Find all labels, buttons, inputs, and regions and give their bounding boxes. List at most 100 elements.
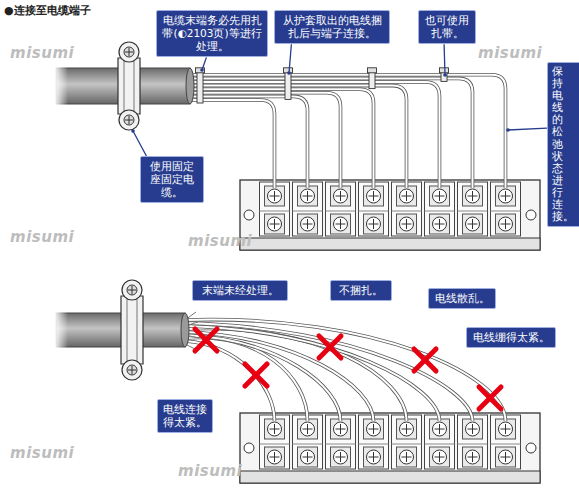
wire (185, 323, 473, 421)
block-base (240, 238, 540, 250)
screw-seat (265, 214, 285, 234)
wire (185, 320, 506, 421)
title: ●连接至电缆端子 (4, 3, 91, 18)
terminal-cell (260, 182, 290, 236)
terminal-cell (392, 415, 422, 469)
screw-slot (129, 48, 130, 56)
screw-seat (331, 419, 351, 439)
screw-slot (472, 219, 473, 229)
cell-divider (491, 444, 521, 445)
error-cross (414, 349, 436, 371)
cable-fade (54, 67, 68, 105)
terminal-screw (301, 450, 315, 464)
callout-text: 末端未经处理。 (197, 284, 283, 297)
terminal-screw (499, 217, 513, 231)
callout-text: 使用固定座固定电缆。 (145, 160, 199, 199)
cell-divider (260, 211, 290, 212)
cell-divider (458, 444, 488, 445)
cell-divider (392, 211, 422, 212)
callout-box: 末端未经处理。 (192, 280, 288, 301)
screw-seat (265, 419, 285, 439)
cell-divider (359, 211, 389, 212)
cell-divider (293, 444, 323, 445)
leader-line (508, 128, 547, 130)
terminal-screw (466, 217, 480, 231)
terminal-screw (400, 217, 414, 231)
cable-tie (197, 72, 203, 103)
clamp-edge (124, 60, 125, 112)
terminal-screw (499, 422, 513, 436)
screw-seat (364, 186, 384, 206)
terminal-screw (268, 189, 282, 203)
screw-head (127, 365, 137, 375)
vertical-callout-box: 保持电线的松弛状态进行连接。 (547, 62, 579, 227)
terminal-screw (334, 450, 348, 464)
screw-seat (430, 214, 450, 234)
screw-slot (406, 424, 407, 434)
terminal-screw (268, 450, 282, 464)
screw-seat (496, 214, 516, 234)
terminal-screw (334, 217, 348, 231)
screw-slot (505, 452, 506, 462)
screw-slot (274, 424, 275, 434)
terminal-cell (293, 182, 323, 236)
leader-dot (131, 129, 135, 133)
cross-stroke (319, 336, 341, 358)
leader-dot (443, 73, 447, 77)
screw-slot (274, 219, 275, 229)
cell-divider (392, 444, 422, 445)
wire (185, 329, 407, 421)
terminal-screw (499, 450, 513, 464)
clamp-edge (137, 298, 138, 362)
callout-text: 电缆末端务必先用扎带(◐2103页)等进行处理。 (161, 14, 263, 53)
wire-outline (185, 323, 473, 421)
callout-text: 不捆扎。 (335, 284, 387, 297)
callout-box: 电线散乱。 (428, 288, 496, 309)
terminal-cell (425, 182, 455, 236)
terminal-cell (359, 415, 389, 469)
screw-seat (364, 419, 384, 439)
terminal-screw (301, 422, 315, 436)
wire (188, 96, 308, 188)
cable-end (186, 68, 194, 104)
screw-slot (439, 452, 440, 462)
clamp-ear (122, 360, 142, 380)
callout-text: 电线连接得太紧。 (162, 403, 208, 429)
terminal-screw (466, 450, 480, 464)
mount-hole (526, 210, 536, 220)
cell-divider (425, 211, 455, 212)
terminal-screw (301, 217, 315, 231)
screw-slot (406, 452, 407, 462)
callout-text: 电线散乱。 (433, 292, 491, 305)
screw-slot (340, 452, 341, 462)
error-cross (195, 329, 217, 351)
wire-outline (185, 326, 440, 421)
screw-seat (430, 419, 450, 439)
screw-slot (373, 452, 374, 462)
callout-box: 也可使用扎带。 (418, 10, 476, 44)
terminal-cell (293, 415, 323, 469)
terminal-screw (466, 189, 480, 203)
screw-slot (505, 219, 506, 229)
screw-seat (397, 186, 417, 206)
terminal-cell (260, 415, 290, 469)
terminal-block (240, 413, 540, 483)
screw-seat (496, 186, 516, 206)
terminal-cell (425, 415, 455, 469)
terminal-screw (367, 189, 381, 203)
screw-seat (430, 186, 450, 206)
callout-text: 保持电线的松弛状态进行连接。 (552, 66, 563, 223)
terminal-cell (326, 182, 356, 236)
screw-slot (307, 191, 308, 201)
callout-box: 电缆末端务必先用扎带(◐2103页)等进行处理。 (156, 10, 268, 57)
screw-slot (307, 219, 308, 229)
wire (188, 93, 341, 188)
terminal-cell (326, 415, 356, 469)
terminal-screw (367, 422, 381, 436)
screw-seat (265, 186, 285, 206)
screw-seat (397, 419, 417, 439)
terminal-screw (400, 450, 414, 464)
screw-slot (472, 191, 473, 201)
